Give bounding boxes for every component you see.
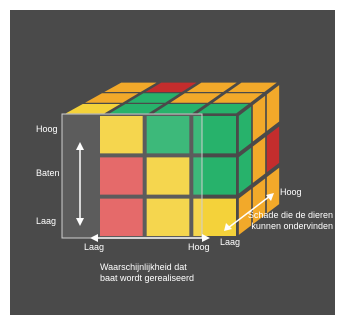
depth-axis-title: Schade die de dieren kunnen ondervinden (247, 210, 333, 231)
cube-top-cell (170, 93, 222, 103)
cube-top-cell (85, 93, 139, 103)
cube-front-cell (193, 157, 236, 195)
cube-right-cell (252, 137, 266, 183)
cube-right-cell (238, 106, 252, 153)
depth-axis-arrow (224, 193, 274, 231)
vertical-axis-high-label: Hoog (36, 124, 58, 134)
risk-cube (61, 82, 280, 242)
cube-top-cell (212, 93, 263, 103)
cube-front-cell (100, 157, 143, 195)
cube-top-cell (186, 82, 237, 93)
cube-front-cell (146, 116, 190, 154)
cube-top-cell (109, 103, 164, 114)
cube-front-cell (100, 198, 143, 236)
cube-front-cell (146, 198, 190, 236)
cube-right-cell (266, 167, 280, 214)
cube-cells (65, 82, 280, 236)
vertical-axis-title: Baten (36, 168, 60, 178)
cube-top-cell (228, 82, 277, 93)
horizontal-axis-high-label: Hoog (188, 242, 210, 252)
depth-axis-high-label: Hoog (280, 187, 302, 197)
horizontal-axis-low-label: Laag (84, 242, 105, 252)
vertical-axis-arrow (76, 142, 84, 226)
horizontal-axis-arrow (90, 234, 210, 242)
cube-right-cell (252, 95, 266, 142)
diagram-panel: Hoog Baten Laag Laag Hoog Waarschijnlijk… (10, 10, 335, 315)
cube-top-cell (104, 82, 157, 93)
cube-right-cell (266, 85, 280, 131)
cube-front-cell (146, 157, 190, 195)
cube-top-cell (197, 103, 249, 114)
cube-right-cell (266, 126, 280, 173)
cube-right-cell (238, 147, 252, 194)
cube-front-cell (100, 116, 143, 154)
cube-top-cell (127, 93, 180, 103)
cube-top-cell (145, 82, 197, 93)
depth-axis-low-label: Laag (220, 237, 241, 247)
cube-top-cell (153, 103, 206, 114)
cube-front-cell (193, 116, 236, 154)
vertical-axis-low-label: Laag (36, 216, 57, 226)
horizontal-axis-title: Waarschijnlijkheid dat baat wordt gereal… (100, 262, 195, 283)
cube-right-cell (252, 178, 266, 225)
cube-top-cell (65, 103, 121, 114)
cube-right-cell (238, 189, 252, 235)
